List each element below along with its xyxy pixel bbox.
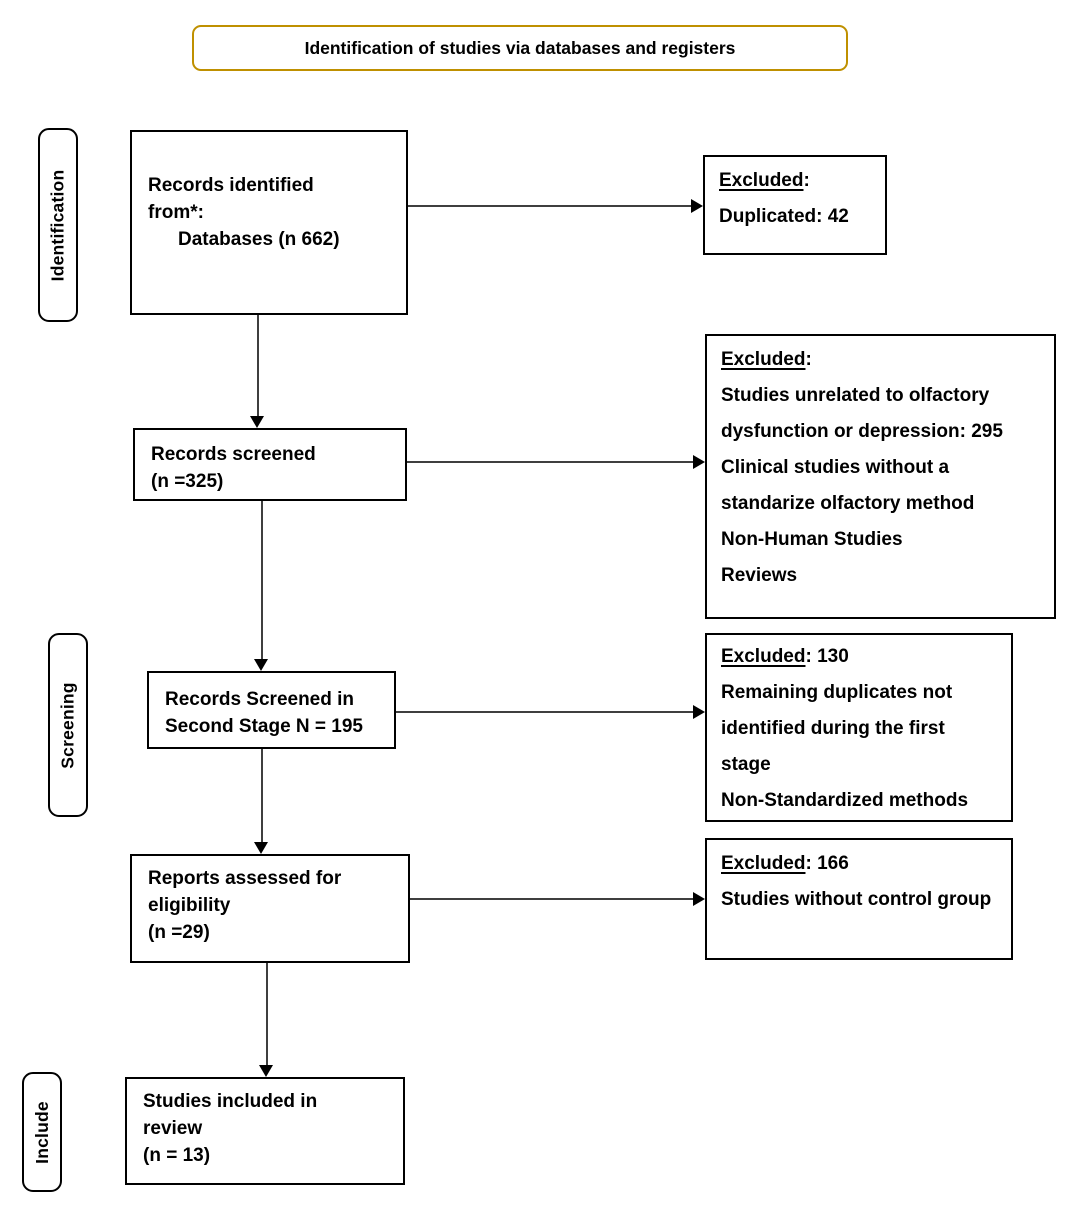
arrow-reports-to-included bbox=[259, 963, 274, 1077]
stage-label-screening-text: Screening bbox=[57, 681, 78, 769]
excluded-heading-underlined: Excluded bbox=[721, 646, 806, 667]
box-line: Records identified bbox=[148, 175, 314, 196]
box-line: from*: bbox=[148, 202, 204, 223]
box-line: Reports assessed for bbox=[148, 868, 342, 889]
excluded-item: Studies without control group bbox=[721, 889, 992, 910]
diagram-title-text: Identification of studies via databases … bbox=[304, 37, 736, 58]
box-line: review bbox=[143, 1118, 203, 1139]
excluded-box-duplicates: Excluded: Duplicated: 42 bbox=[703, 155, 887, 255]
arrow-screened-to-excluded-first-stage bbox=[407, 455, 705, 469]
excluded-box-first-stage: Excluded: Studies unrelated to olfactory… bbox=[705, 334, 1056, 619]
excluded-item: Reviews bbox=[721, 565, 798, 586]
box-line: eligibility bbox=[148, 895, 231, 916]
excluded-heading-count: : 130 bbox=[805, 646, 849, 667]
excluded-heading-underlined: Excluded bbox=[721, 853, 806, 874]
stage-label-include: Include bbox=[22, 1072, 62, 1192]
box-reports-assessed: Reports assessed for eligibility (n =29) bbox=[130, 854, 410, 963]
box-second-stage-screened: Records Screened in Second Stage N = 195 bbox=[147, 671, 396, 749]
arrow-reports-to-excluded-166 bbox=[410, 892, 705, 906]
excluded-box-second-stage: Excluded: 130 Remaining duplicates not i… bbox=[705, 633, 1013, 822]
box-line: Records Screened in bbox=[165, 689, 355, 710]
arrow-second-stage-to-reports bbox=[254, 749, 269, 854]
box-line: (n = 13) bbox=[143, 1145, 211, 1166]
diagram-title: Identification of studies via databases … bbox=[192, 25, 848, 71]
box-line: Studies included in bbox=[143, 1091, 318, 1112]
stage-label-include-text: Include bbox=[31, 1100, 52, 1164]
excluded-heading-underlined: Excluded bbox=[721, 349, 806, 370]
excluded-item: Studies unrelated to olfactory dysfuncti… bbox=[721, 385, 1003, 442]
excluded-heading: Excluded: 166 bbox=[721, 846, 997, 882]
arrow-identified-to-screened bbox=[250, 315, 265, 428]
arrow-screened-to-second-stage bbox=[254, 501, 269, 671]
excluded-item: Duplicated: 42 bbox=[719, 206, 849, 227]
box-line: Second Stage N = 195 bbox=[165, 716, 363, 737]
excluded-heading: Excluded: bbox=[721, 342, 1040, 378]
stage-label-identification-text: Identification bbox=[47, 169, 68, 281]
stage-label-screening: Screening bbox=[48, 633, 88, 817]
box-line: Records screened bbox=[151, 444, 316, 465]
excluded-box-eligibility: Excluded: 166 Studies without control gr… bbox=[705, 838, 1013, 960]
excluded-heading-underlined: Excluded bbox=[719, 170, 804, 191]
arrow-second-stage-to-excluded-130 bbox=[396, 705, 705, 719]
box-records-identified: Records identified from*: Databases (n 6… bbox=[130, 130, 408, 315]
stage-label-identification: Identification bbox=[38, 128, 78, 322]
excluded-heading-count: : 166 bbox=[805, 853, 849, 874]
excluded-item: Non-Standardized methods bbox=[721, 790, 969, 811]
box-records-screened: Records screened (n =325) bbox=[133, 428, 407, 501]
box-studies-included: Studies included in review (n = 13) bbox=[125, 1077, 405, 1185]
box-line: (n =325) bbox=[151, 471, 224, 492]
excluded-item: Clinical studies without a standarize ol… bbox=[721, 457, 975, 514]
excluded-heading: Excluded: bbox=[719, 163, 871, 199]
excluded-heading: Excluded: 130 bbox=[721, 639, 997, 675]
excluded-heading-count: : bbox=[803, 170, 810, 191]
box-line: Databases (n 662) bbox=[178, 229, 340, 250]
excluded-heading-count: : bbox=[805, 349, 812, 370]
excluded-item: Non-Human Studies bbox=[721, 529, 903, 550]
box-line: (n =29) bbox=[148, 922, 210, 943]
excluded-item: Remaining duplicates not identified duri… bbox=[721, 682, 953, 775]
arrow-identified-to-excluded-duplicates bbox=[408, 199, 703, 213]
